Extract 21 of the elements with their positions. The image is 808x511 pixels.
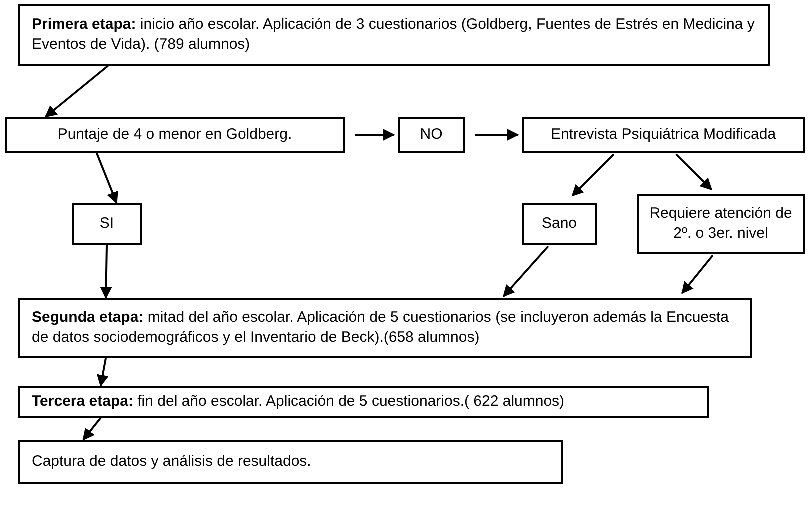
arrow [355,129,396,141]
process-box: Tercera etapa: fin del año escolar. Aplicación de 5 cuestionarios.( 622 alumnos) [18,386,709,418]
arrow [676,154,713,191]
process-box: Captura de datos y análisis de resultados. [18,440,563,484]
process-box: Requiere atención de 2º. o 3er. nivel [637,194,805,254]
process-box: Primera etapa: inicio año escolar. Aplicación de 3 cuestionarios (Goldberg, Fuentes de Estrés en Medicina y Eventos de Vida). (789 alumnos) [18,4,770,66]
arrow [44,65,109,118]
arrow [96,152,118,204]
process-box: Puntaje de 4 o menor en Goldberg. [5,117,345,153]
arrow [572,154,615,197]
arrow [100,244,112,300]
process-box: Segunda etapa: mitad del año escolar. Aplicación de 5 cuestionarios (se incluyeron además la Encuesta de datos sociodemográficos y el Inventario de Beck).(658 alumnos) [18,298,752,358]
process-box: Entrevista Psiquiátrica Modificada [522,117,805,153]
arrow [502,246,550,298]
arrow [96,358,109,388]
process-box: SI [72,203,142,245]
process-box: NO [398,117,465,153]
arrow [682,254,714,294]
arrow [475,129,520,141]
process-box: Sano [522,203,597,245]
arrow [82,417,102,441]
